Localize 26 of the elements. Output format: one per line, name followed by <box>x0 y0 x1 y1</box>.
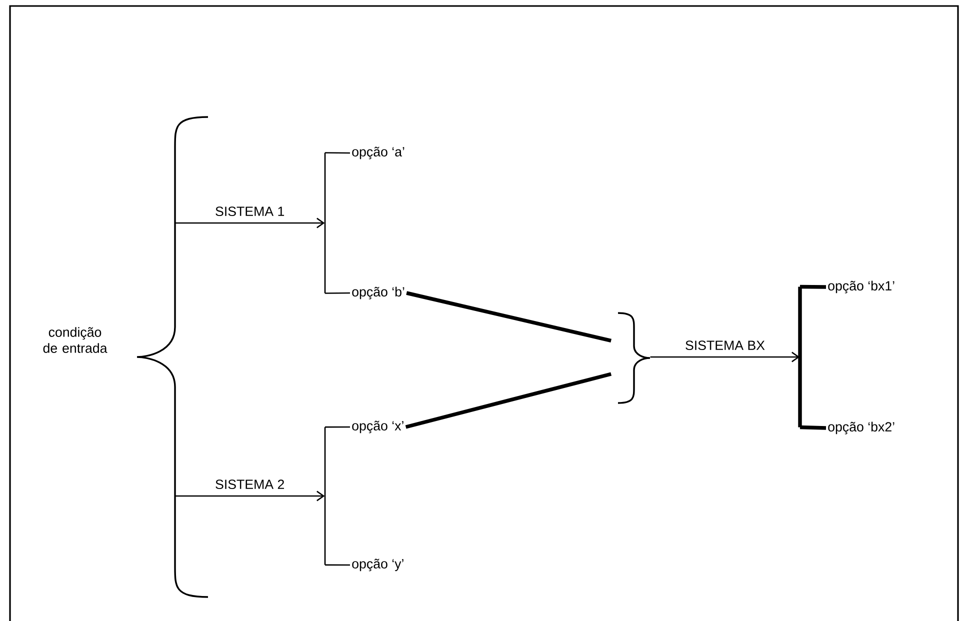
brace <box>136 116 208 598</box>
connector-line <box>406 291 612 342</box>
option-label: opção ‘x’ <box>352 420 404 434</box>
connector-line <box>325 152 350 154</box>
option-label: opção ‘bx1’ <box>828 280 894 294</box>
option-label: opção ‘a’ <box>352 146 404 160</box>
option-label: opção ‘b’ <box>352 286 404 300</box>
option-label: opção ‘bx2’ <box>828 422 894 434</box>
arrow <box>174 218 325 228</box>
edge-label: SISTEMA BX <box>686 340 765 350</box>
edge-label: SISTEMA 2 <box>216 480 284 490</box>
option-label: opção ‘y’ <box>352 558 404 572</box>
bracket-line <box>798 286 802 428</box>
bracket-line <box>324 427 326 565</box>
arrow <box>650 352 800 362</box>
node-caption: condição de entrada <box>43 327 108 353</box>
brace <box>618 312 651 404</box>
bracket-line <box>324 152 326 294</box>
connector-line <box>405 372 612 429</box>
connector-line <box>325 292 350 294</box>
connector-line <box>325 564 350 566</box>
connector-line <box>800 425 826 430</box>
edge-label: SISTEMA 1 <box>216 206 284 216</box>
arrow <box>174 490 325 502</box>
connector-line <box>325 426 350 428</box>
connector-line <box>800 284 826 289</box>
